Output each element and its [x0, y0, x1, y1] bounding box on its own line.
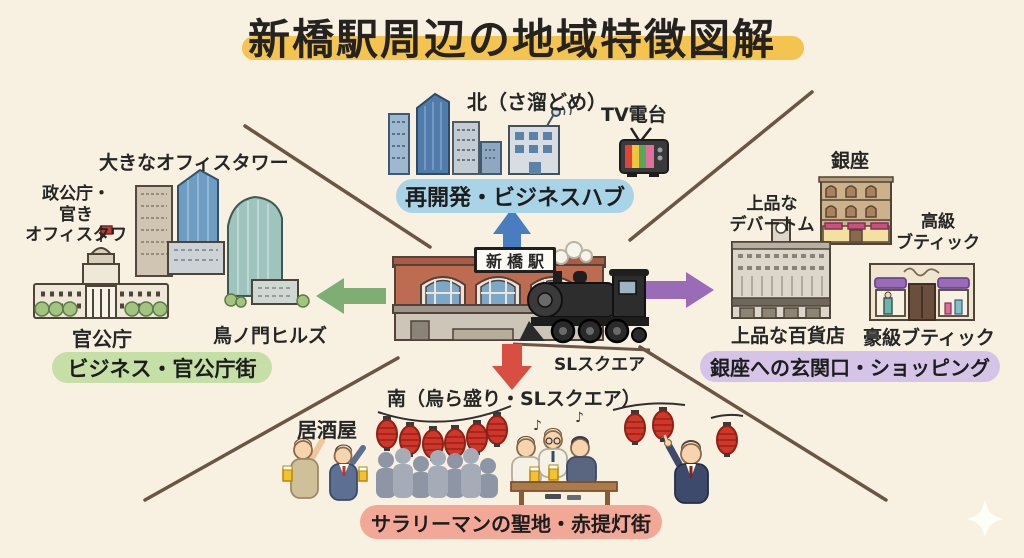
- sl-square-label: SLスクエア: [554, 355, 646, 375]
- ginza-building-icon: [818, 176, 894, 245]
- government-building-icon: [33, 225, 169, 319]
- music-note-icon: ♪: [533, 418, 542, 434]
- tv-station-building-icon: [508, 101, 572, 175]
- crowd-icon: [376, 448, 498, 498]
- office-tower-icon: [135, 168, 225, 277]
- sparkle-icon: [967, 500, 1003, 537]
- arrow-right-icon: [646, 272, 714, 308]
- lantern-string-right: [612, 402, 744, 458]
- south-badge: サラリーマンの聖地・赤提灯街: [360, 505, 662, 539]
- east-illustration: [731, 176, 975, 321]
- locomotive-icon: [512, 241, 651, 352]
- boutique-icon: [869, 263, 975, 321]
- hills-tower-icon: [224, 195, 310, 308]
- department-store-label-top: 上品な デバートム: [729, 194, 815, 235]
- title-highlight-bar: [242, 36, 804, 60]
- ginza-label: 銀座: [831, 150, 870, 172]
- tv-station-label: TV電台: [601, 104, 667, 126]
- north-area-label: 北（さ溜どめ）: [467, 90, 607, 114]
- dept-store-label: 上品な百貨店: [731, 325, 846, 347]
- station-sign: 新橋駅: [474, 247, 556, 273]
- south-area-label: 南（烏ら盛り・SLスクエア）: [387, 388, 641, 410]
- arrow-left-icon: [316, 278, 386, 314]
- east-badge: 銀座への玄関口・ショッピング: [700, 351, 1000, 382]
- big-office-tower-label: 大きなオフィスタワー: [99, 152, 289, 174]
- page-title: 新橋駅周辺の地域特徴図解: [247, 15, 776, 64]
- cheering-men-icon: [282, 438, 368, 501]
- izakaya-label: 居酒屋: [297, 418, 357, 442]
- gov-office-label: 政公庁・ 官き オフィスタワ: [25, 184, 127, 246]
- north-badge: 再開発・ビジネスハブ: [396, 179, 634, 213]
- luxury-boutique-label: 豪級ブティック: [863, 327, 995, 349]
- pointing-man-icon: [663, 434, 709, 504]
- west-badge: ビジネス・官公庁街: [52, 352, 272, 383]
- tv-icon: [619, 127, 669, 177]
- boutique-label-top: 高級 ブティック: [896, 212, 980, 253]
- music-note-icon: ♪: [575, 410, 584, 426]
- hills-label: 鳥ノ門ヒルズ: [213, 325, 328, 347]
- gov-agency-label: 官公庁: [72, 327, 132, 351]
- drinking-group-icon: ♪ ♪: [510, 410, 618, 505]
- west-illustration: [33, 168, 310, 319]
- trees-icon: [34, 301, 168, 317]
